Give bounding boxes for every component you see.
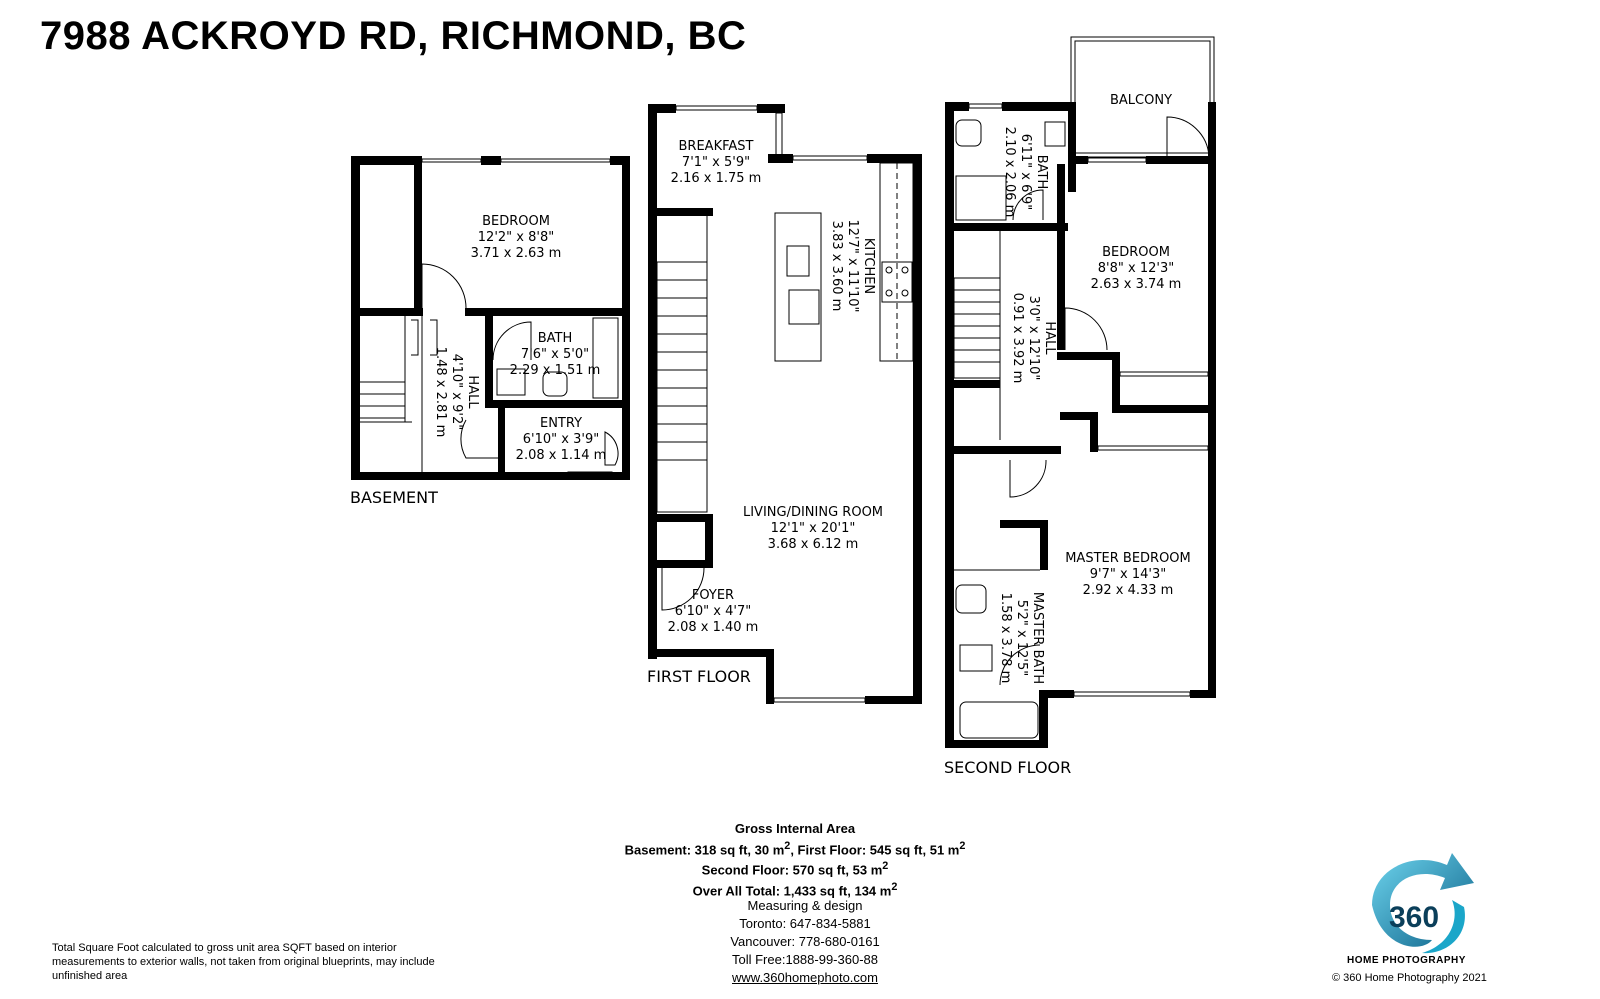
svg-text:12'2" x 8'8": 12'2" x 8'8" (478, 230, 554, 245)
svg-text:MASTER BATH: MASTER BATH (1030, 592, 1045, 684)
svg-text:BREAKFAST: BREAKFAST (679, 139, 754, 154)
logo-text: Home Photography (1347, 955, 1466, 966)
second-room-bath: BATH 6'11" x 6'9" 2.10 x 2.06 m (1002, 127, 1049, 218)
svg-text:1.58 x 3.78 m: 1.58 x 3.78 m (998, 593, 1013, 684)
second-room-balcony: BALCONY (1110, 93, 1172, 108)
basement-room-bath: BATH 7'6" x 5'0" 2.29 x 1.51 m (510, 331, 601, 378)
contact-line: Measuring & design (747, 898, 863, 913)
first-room-living-dining: LIVING/DINING ROOM 12'1" x 20'1" 3.68 x … (743, 505, 883, 552)
svg-text:12'1" x 20'1": 12'1" x 20'1" (771, 521, 856, 536)
svg-text:12'7" x 11'10": 12'7" x 11'10" (845, 220, 860, 313)
basement-plan (351, 156, 630, 480)
listing-title: 7988 ACKROYD RD, RICHMOND, BC (40, 14, 747, 58)
svg-text:HALL: HALL (465, 375, 480, 409)
360-logo-icon: 360 (1372, 853, 1474, 954)
second-room-bedroom: BEDROOM 8'8" x 12'3" 2.63 x 3.74 m (1091, 245, 1182, 292)
svg-text:6'11" x 6'9": 6'11" x 6'9" (1018, 134, 1033, 210)
contact-vancouver: Vancouver: 778-680-0161 (730, 934, 880, 949)
second-floor-plan (945, 36, 1216, 748)
contact-tollfree: Toll Free:1888-99-360-88 (732, 952, 878, 967)
first-room-foyer: FOYER 6'10" x 4'7" 2.08 x 1.40 m (668, 588, 759, 635)
svg-text:6'10" x 4'7": 6'10" x 4'7" (675, 604, 751, 619)
svg-text:2.63 x 3.74 m: 2.63 x 3.74 m (1091, 277, 1182, 292)
svg-text:8'8" x 12'3": 8'8" x 12'3" (1098, 261, 1174, 276)
svg-text:1.48 x 2.81 m: 1.48 x 2.81 m (433, 347, 448, 438)
svg-text:5'2" x 12'5": 5'2" x 12'5" (1014, 600, 1029, 676)
svg-text:2.16 x 1.75 m: 2.16 x 1.75 m (671, 171, 762, 186)
logo-number: 360 (1389, 901, 1439, 934)
contact-info: Measuring & design Toronto: 647-834-5881… (690, 897, 920, 987)
svg-text:MASTER BEDROOM: MASTER BEDROOM (1065, 551, 1191, 566)
svg-text:3.68 x 6.12 m: 3.68 x 6.12 m (768, 537, 859, 552)
gia-heading: Gross Internal Area (734, 821, 856, 836)
svg-text:9'7" x 14'3": 9'7" x 14'3" (1090, 567, 1166, 582)
basement-room-hall: HALL 4'10" x 9'2" 1.48 x 2.81 m (433, 347, 480, 438)
second-room-master-bedroom: MASTER BEDROOM 9'7" x 14'3" 2.92 x 4.33 … (1065, 551, 1191, 598)
svg-text:3.71 x 2.63 m: 3.71 x 2.63 m (471, 246, 562, 261)
gia-basement-first: Basement: 318 sq ft, 30 m2, First Floor:… (624, 839, 966, 857)
svg-text:6'10" x 3'9": 6'10" x 3'9" (523, 432, 599, 447)
svg-text:2.08 x 1.14 m: 2.08 x 1.14 m (516, 448, 607, 463)
gross-internal-area: Gross Internal Area Basement: 318 sq ft,… (560, 820, 1030, 900)
svg-text:2.29 x 1.51 m: 2.29 x 1.51 m (510, 363, 601, 378)
first-floor-label: FIRST FLOOR (647, 667, 751, 686)
svg-text:FOYER: FOYER (692, 588, 734, 603)
svg-text:2.92 x 4.33 m: 2.92 x 4.33 m (1083, 583, 1174, 598)
svg-text:ENTRY: ENTRY (540, 416, 582, 431)
svg-text:KITCHEN: KITCHEN (861, 238, 876, 294)
second-floor-label: SECOND FLOOR (944, 758, 1071, 777)
second-room-hall: HALL 3'0" x 12'10" 0.91 x 3.92 m (1010, 293, 1057, 384)
svg-text:2.10 x 2.06 m: 2.10 x 2.06 m (1002, 127, 1017, 218)
first-floor-plan (648, 104, 922, 704)
contact-toronto: Toronto: 647-834-5881 (739, 916, 871, 931)
svg-text:LIVING/DINING ROOM: LIVING/DINING ROOM (743, 505, 883, 520)
first-room-kitchen: KITCHEN 12'7" x 11'10" 3.83 x 3.60 m (829, 220, 876, 313)
svg-text:BEDROOM: BEDROOM (482, 214, 550, 229)
svg-text:7'6" x 5'0": 7'6" x 5'0" (521, 347, 589, 362)
basement-room-bedroom: BEDROOM 12'2" x 8'8" 3.71 x 2.63 m (471, 214, 562, 261)
svg-text:BEDROOM: BEDROOM (1102, 245, 1170, 260)
website-link[interactable]: www.360homephoto.com (732, 970, 878, 985)
first-room-breakfast: BREAKFAST 7'1" x 5'9" 2.16 x 1.75 m (671, 139, 762, 186)
svg-text:7'1" x 5'9": 7'1" x 5'9" (682, 155, 750, 170)
svg-text:3.83 x 3.60 m: 3.83 x 3.60 m (829, 221, 844, 312)
basement-label: BASEMENT (350, 488, 438, 507)
second-room-master-bath: MASTER BATH 5'2" x 12'5" 1.58 x 3.78 m (998, 592, 1045, 684)
copyright-text: © 360 Home Photography 2021 (1332, 972, 1487, 984)
svg-text:3'0" x 12'10": 3'0" x 12'10" (1026, 296, 1041, 381)
svg-text:HALL: HALL (1042, 321, 1057, 355)
svg-text:0.91 x 3.92 m: 0.91 x 3.92 m (1010, 293, 1025, 384)
svg-text:BATH: BATH (538, 331, 573, 346)
gia-total: Over All Total: 1,433 sq ft, 134 m2 (692, 881, 898, 899)
svg-text:4'10" x 9'2": 4'10" x 9'2" (449, 354, 464, 430)
svg-text:2.08 x 1.40 m: 2.08 x 1.40 m (668, 620, 759, 635)
svg-text:BATH: BATH (1034, 155, 1049, 190)
gia-second: Second Floor: 570 sq ft, 53 m2 (701, 860, 889, 878)
disclaimer-note: Total Square Foot calculated to gross un… (52, 942, 435, 982)
basement-room-entry: ENTRY 6'10" x 3'9" 2.08 x 1.14 m (516, 416, 607, 463)
